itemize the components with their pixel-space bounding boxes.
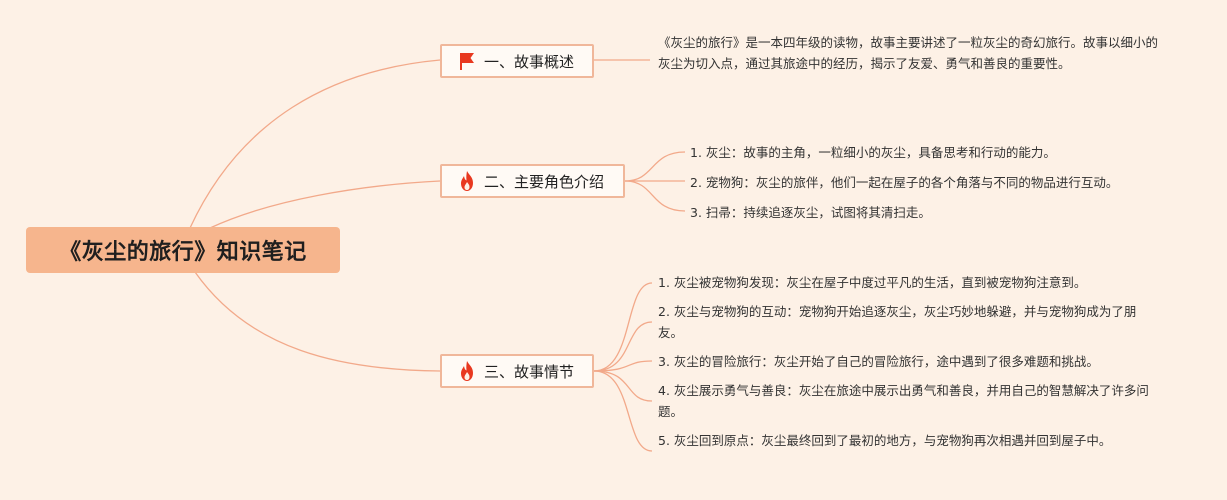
leaf-character-dust[interactable]: 1. 灰尘：故事的主角，一粒细小的灰尘，具备思考和行动的能力。	[690, 145, 1056, 160]
connector-branch3-leaf-2	[593, 321, 653, 372]
connector-branch3-leaf-5	[593, 370, 653, 452]
leaf-plot-4[interactable]: 4. 灰尘展示勇气与善良：灰尘在旅途中展示出勇气和善良，并用自己的智慧解决了许多…	[658, 383, 1149, 419]
leaf-plot-5[interactable]: 5. 灰尘回到原点：灰尘最终回到了最初的地方，与宠物狗再次相遇并回到屋子中。	[658, 433, 1112, 448]
leaf-plot-2[interactable]: 2. 灰尘与宠物狗的互动：宠物狗开始追逐灰尘，灰尘巧妙地躲避，并与宠物狗成为了朋…	[658, 304, 1137, 340]
leaf-plot-1[interactable]: 1. 灰尘被宠物狗发现：灰尘在屋子中度过平凡的生活，直到被宠物狗注意到。	[658, 275, 1087, 290]
flag-icon	[456, 50, 478, 72]
root-topic-label: 《灰尘的旅行》知识笔记	[59, 240, 307, 265]
fire-icon	[456, 170, 478, 192]
leaf-overview-text[interactable]: 《灰尘的旅行》是一本四年级的读物，故事主要讲述了一粒灰尘的奇幻旅行。故事以细小的…	[658, 35, 1159, 71]
connector-root-branch-1	[189, 59, 441, 229]
connector-branch3-leaf-1	[593, 282, 653, 372]
root-topic[interactable]: 《灰尘的旅行》知识笔记	[26, 227, 340, 273]
connector-branch3-leaf-3	[593, 360, 653, 372]
leaf-character-broom[interactable]: 3. 扫帚：持续追逐灰尘，试图将其清扫走。	[690, 205, 931, 220]
branch-label: 二、主要角色介绍	[484, 172, 605, 191]
fire-icon	[456, 360, 478, 382]
branch-main-characters[interactable]: 二、主要角色介绍	[440, 164, 625, 198]
branch-label: 三、故事情节	[484, 362, 575, 381]
connector-branch2-leaf-3	[624, 180, 686, 212]
connector-root-branch-3	[194, 271, 441, 372]
branch-story-overview[interactable]: 一、故事概述	[440, 44, 594, 78]
connector-root-branch-2	[209, 180, 441, 229]
branch-story-plot[interactable]: 三、故事情节	[440, 354, 594, 388]
branch-label: 一、故事概述	[484, 52, 575, 71]
leaf-plot-3[interactable]: 3. 灰尘的冒险旅行：灰尘开始了自己的冒险旅行，途中遇到了很多难题和挑战。	[658, 354, 1099, 369]
connector-branch2-leaf-1	[624, 151, 686, 182]
connector-branch3-leaf-4	[593, 370, 653, 402]
leaf-character-dog[interactable]: 2. 宠物狗：灰尘的旅伴，他们一起在屋子的各个角落与不同的物品进行互动。	[690, 175, 1119, 190]
